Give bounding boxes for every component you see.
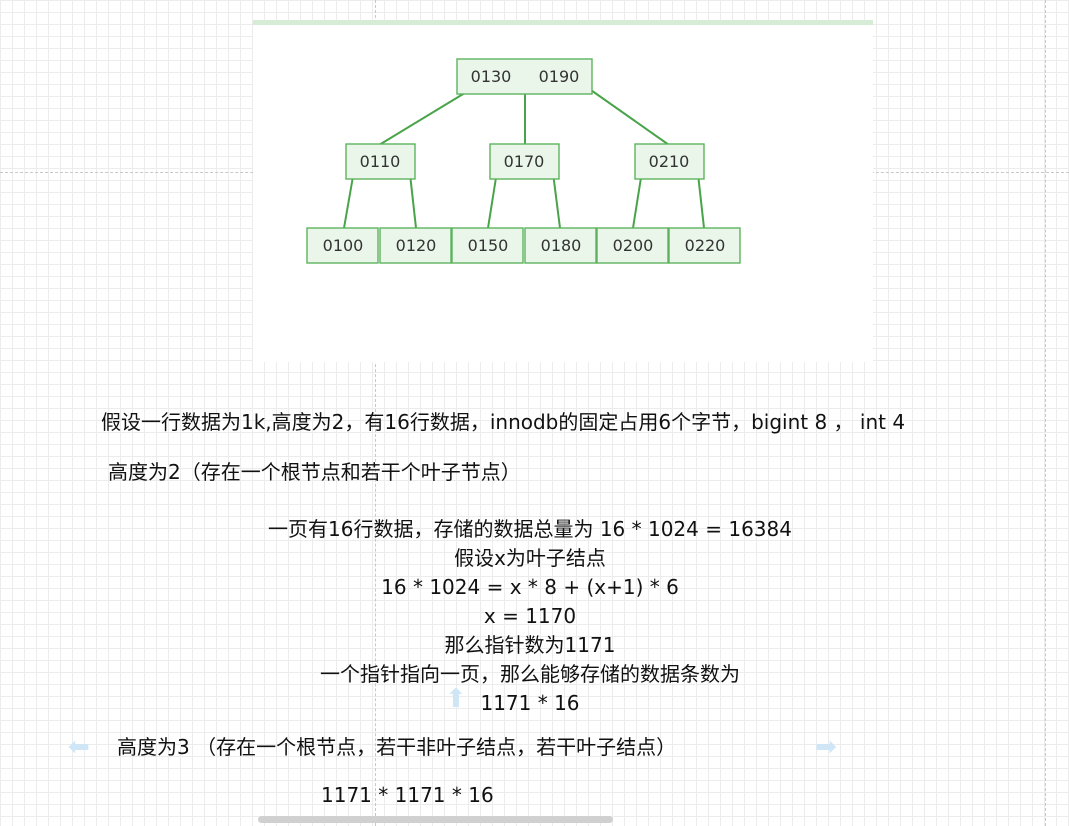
calc-line: 16 * 1024 = x * 8 + (x+1) * 6 <box>381 575 679 599</box>
leaf-node: 0120 <box>379 227 452 264</box>
calc-line: 1171 * 16 <box>480 691 580 715</box>
internal-key: 0110 <box>360 152 401 171</box>
bplus-tree-diagram: 0130 0190 0110 0170 0210 0100 0120 0150 <box>253 20 873 362</box>
assumption-text: 假设一行数据为1k,高度为2，有16行数据，innodb的固定占用6个字节，bi… <box>101 410 906 434</box>
leaf-node: 0100 <box>306 227 379 264</box>
height3-formula: 1171 * 1171 * 16 <box>321 783 494 807</box>
canvas-guide-vertical-2 <box>1045 0 1046 826</box>
leaf-key: 0120 <box>396 236 437 255</box>
calc-line: 一页有16行数据，存储的数据总量为 16 * 1024 = 16384 <box>268 517 792 541</box>
internal-key: 0170 <box>504 152 545 171</box>
leaf-key: 0150 <box>468 236 509 255</box>
leaf-node: 0180 <box>524 227 597 264</box>
tree-svg: 0130 0190 0110 0170 0210 0100 0120 0150 <box>306 58 741 264</box>
canvas-guide-vertical-1 <box>375 0 376 826</box>
leaf-key: 0200 <box>613 236 654 255</box>
height2-heading: 高度为2（存在一个根节点和若干个叶子节点） <box>108 460 521 484</box>
height3-heading: 高度为3 （存在一个根节点，若干非叶子结点，若干叶子结点） <box>117 735 677 759</box>
root-key-2: 0190 <box>539 67 580 86</box>
arrow-right-icon[interactable]: ➡ <box>815 732 837 762</box>
internal-node-0110: 0110 <box>345 143 416 180</box>
edge-root-0210 <box>587 87 670 146</box>
leaf-key: 0220 <box>685 236 726 255</box>
internal-node-0210: 0210 <box>634 143 705 180</box>
root-node: 0130 0190 <box>456 58 593 95</box>
internal-key: 0210 <box>649 152 690 171</box>
leaf-key: 0180 <box>541 236 582 255</box>
leaf-node: 0220 <box>668 227 741 264</box>
calc-line: x = 1170 <box>483 604 577 628</box>
leaf-node: 0150 <box>451 227 524 264</box>
horizontal-scrollbar[interactable] <box>258 816 613 823</box>
calc-line: 一个指针指向一页，那么能够存储的数据条数为 <box>320 662 740 686</box>
leaf-key: 0100 <box>323 236 364 255</box>
calc-line: 那么指针数为1171 <box>444 633 616 657</box>
internal-node-0170: 0170 <box>489 143 560 180</box>
edge-root-0110 <box>378 87 474 146</box>
root-key-1: 0130 <box>471 67 512 86</box>
arrow-up-icon[interactable]: ⬆ <box>445 684 467 714</box>
calc-line: 假设x为叶子结点 <box>454 546 606 570</box>
leaf-node: 0200 <box>596 227 669 264</box>
vertical-scrollbar-track[interactable] <box>1055 0 1069 826</box>
arrow-left-icon[interactable]: ⬅ <box>68 732 90 762</box>
